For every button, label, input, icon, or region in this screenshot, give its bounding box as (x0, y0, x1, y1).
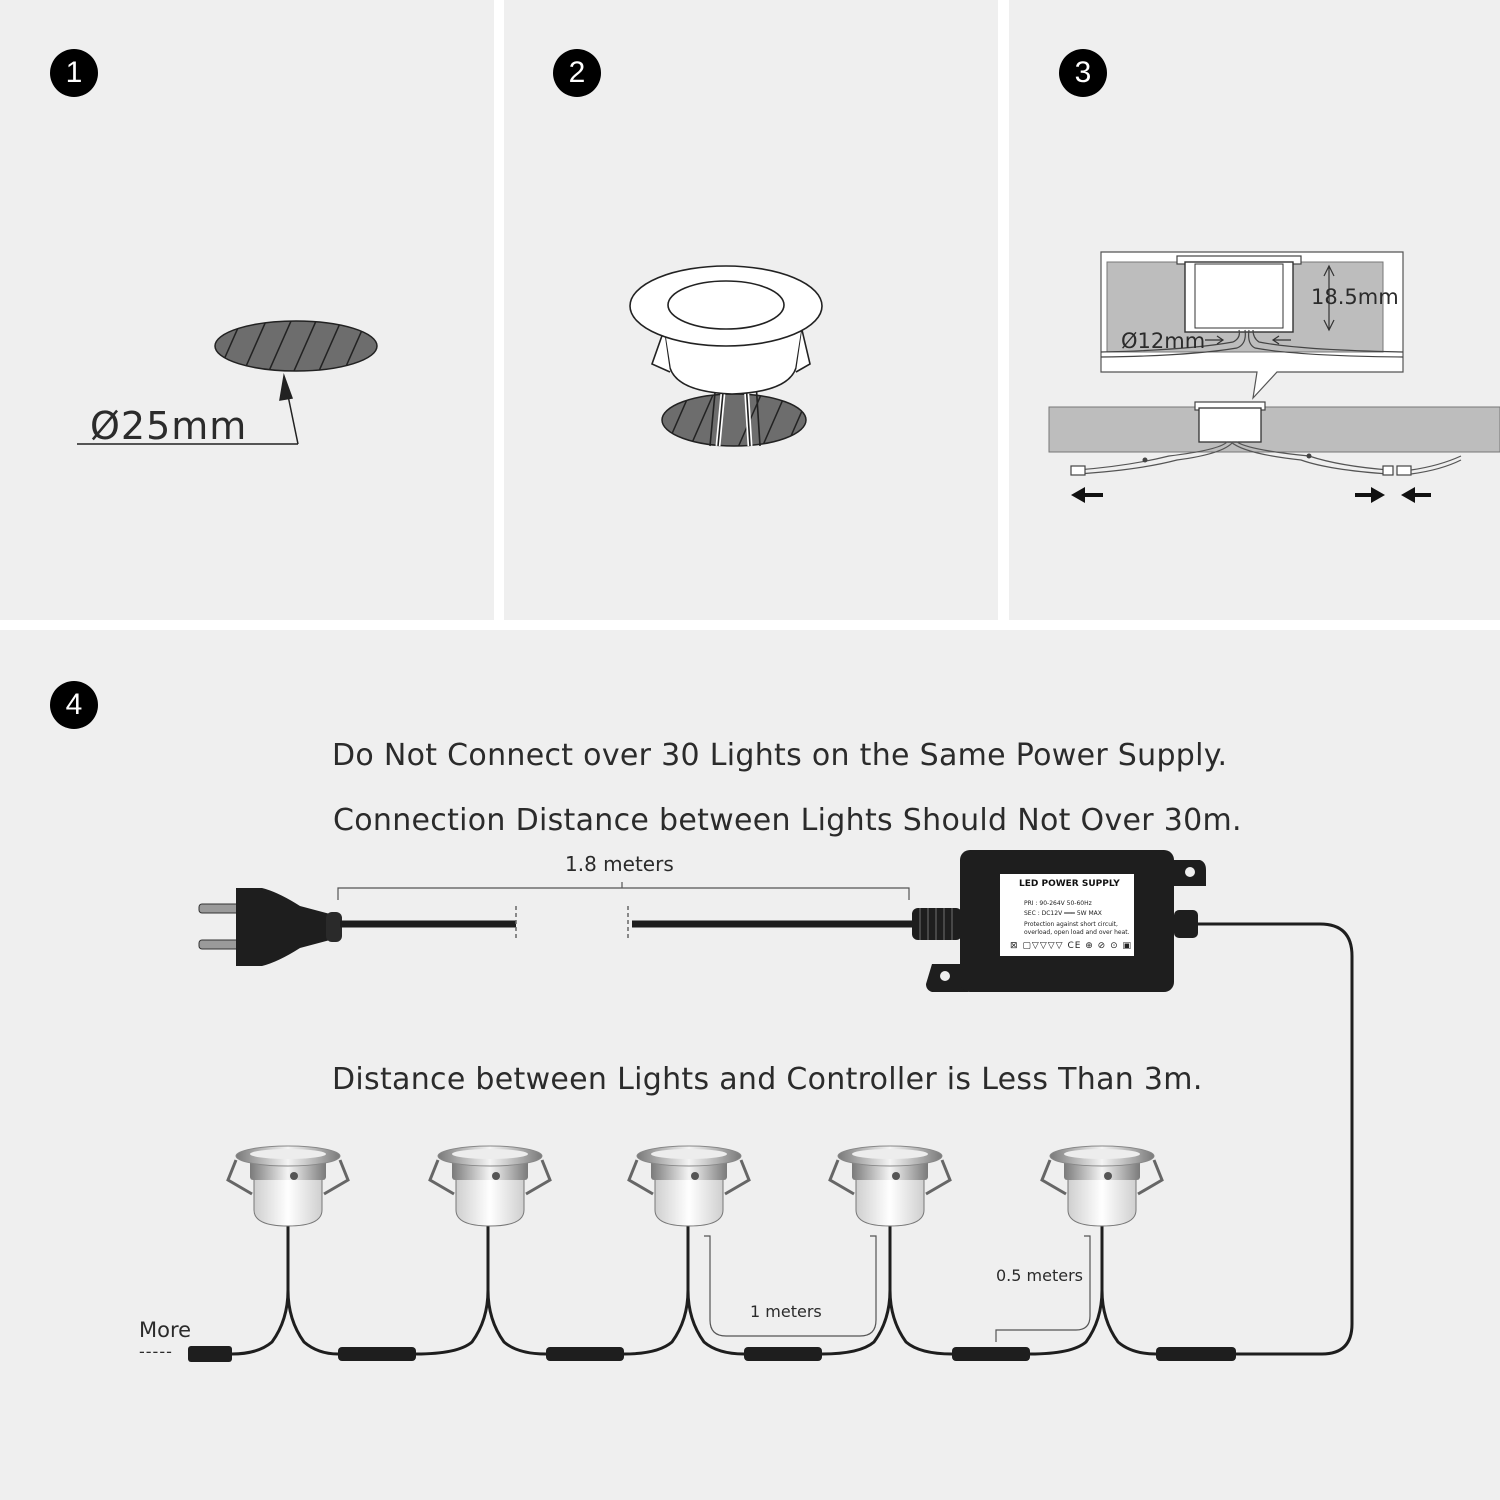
step-4-badge: 4 (50, 681, 98, 729)
deck-light-3 (627, 1145, 751, 1227)
output-cable (1196, 922, 1354, 1356)
power-supply-protection-1: Protection against short circuit, (1024, 921, 1118, 928)
spacing-brackets (704, 1235, 1091, 1342)
cord-length-bracket (337, 882, 910, 900)
deck-light-2 (428, 1145, 552, 1227)
deck-light-5 (1040, 1145, 1164, 1227)
step-3-panel: 3 (1009, 0, 1500, 620)
spacing-05m-label: 0.5 meters (996, 1266, 1083, 1285)
step-2-panel: 2 (504, 0, 998, 620)
light-chain-wiring (231, 1226, 1157, 1356)
eu-plug-icon (198, 888, 342, 966)
step-2-drawing (629, 265, 823, 447)
detail-callout (1100, 251, 1404, 400)
more-dashes: ----- (139, 1342, 173, 1361)
more-label: More (139, 1318, 192, 1342)
led-power-supply (926, 850, 1206, 992)
max-lights-note: Do Not Connect over 30 Lights on the Sam… (332, 738, 1228, 773)
recessed-lights (226, 1145, 1164, 1227)
deck-board (1048, 401, 1500, 476)
deck-light-4 (828, 1145, 952, 1227)
depth-label: 18.5mm (1311, 285, 1399, 309)
step-1-badge: 1 (50, 49, 98, 97)
arrow-left-icon (1401, 487, 1431, 503)
light-fixture (629, 265, 823, 447)
step-1-drawing (77, 320, 378, 445)
step-3-drawing (1048, 251, 1500, 503)
cable-connectors (188, 1346, 1236, 1362)
arrow-left-icon (1071, 487, 1103, 503)
power-supply-title: LED POWER SUPPLY (1019, 879, 1120, 889)
step-3-badge: 3 (1059, 49, 1107, 97)
step-1-panel: 1 Ø25mm (0, 0, 494, 620)
spacing-1m-label: 1 meters (750, 1302, 822, 1321)
max-distance-note: Connection Distance between Lights Shoul… (333, 803, 1242, 838)
step-2-badge: 2 (553, 49, 601, 97)
certification-icons: ⊠ ▢▽▽▽▽ CE ⊕ ⊘ ⊙ ▣ (1010, 941, 1132, 951)
cord-length-label: 1.8 meters (565, 852, 674, 876)
controller-distance-note: Distance between Lights and Controller i… (332, 1062, 1203, 1097)
wiring-diagram (188, 850, 1354, 1362)
step-4-panel: 4 Do Not Connect over 30 Lights on the S… (0, 630, 1500, 1500)
power-supply-sec: SEC : DC12V ═══ 5W MAX (1024, 910, 1102, 917)
hole-diameter-label: Ø25mm (90, 404, 248, 448)
dimension-leader (77, 373, 299, 445)
cable-diameter-label: Ø12mm (1121, 329, 1206, 353)
power-supply-pri: PRI : 90-264V 50-60Hz (1024, 900, 1092, 907)
deck-light-1 (226, 1145, 350, 1227)
arrow-right-icon (1355, 487, 1385, 503)
power-supply-protection-2: overload, open load and over heat. (1024, 929, 1130, 936)
drilled-hole (661, 393, 807, 447)
drilled-hole (214, 320, 378, 372)
strain-relief (912, 908, 962, 940)
